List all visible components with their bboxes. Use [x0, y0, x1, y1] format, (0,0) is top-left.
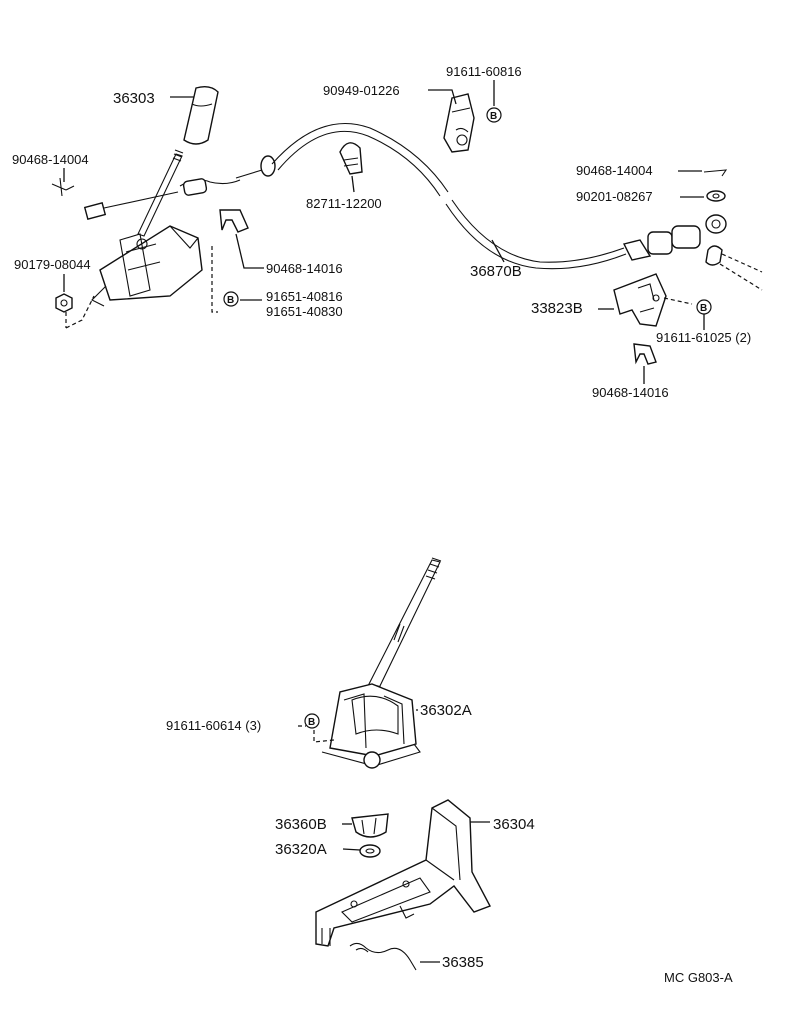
- label-90468-14004-left: 90468-14004: [12, 152, 89, 167]
- clip-right-part: [703, 169, 728, 177]
- shift-lever-base: [321, 683, 421, 769]
- leader-36870B: [491, 239, 505, 263]
- svg-text:B: B: [308, 717, 315, 728]
- label-91611-60614: 91611-60614 (3): [166, 718, 261, 733]
- label-36385: 36385: [442, 954, 484, 971]
- spring-36385-part: [349, 942, 417, 971]
- bolt-dash-line-right: [663, 297, 693, 305]
- bolt-callout-91611-60816: B: [486, 107, 502, 123]
- nut-part: [55, 293, 73, 313]
- label-90468-14016-right: 90468-14016: [592, 385, 669, 400]
- label-90468-14016-left: 90468-14016: [266, 261, 343, 276]
- shift-lever-housing: [91, 225, 203, 307]
- svg-text:B: B: [490, 111, 497, 122]
- bolt-callout-91651: B: [223, 291, 239, 307]
- shift-knob-part: [183, 85, 219, 145]
- washer-36320A-part: [359, 844, 381, 858]
- shift-lever-rod: [137, 149, 184, 237]
- label-91611-60816: 91611-60816: [446, 64, 522, 79]
- bolt-dash-line-lower: [298, 725, 335, 743]
- nut-dash-line: [65, 295, 95, 329]
- bolt-callout-91611-61025: B: [696, 299, 712, 315]
- shift-cable: [179, 122, 727, 270]
- bolt-callout-91611-60614: B: [304, 713, 320, 729]
- diagram-code: MC G803-A: [664, 970, 733, 985]
- label-82711-12200: 82711-12200: [306, 196, 382, 211]
- retainer-clip-left-part: [219, 209, 249, 233]
- label-36360B: 36360B: [275, 816, 327, 833]
- label-36303: 36303: [113, 90, 155, 107]
- shift-bracket-36304-part: [315, 799, 491, 947]
- cable-end-fitting: [83, 191, 179, 220]
- leader-82711-12200: [351, 175, 355, 193]
- bolt-dash-line: [211, 246, 218, 313]
- label-36870B: 36870B: [470, 263, 522, 280]
- label-36304: 36304: [493, 816, 535, 833]
- label-91651-40830: 91651-40830: [266, 304, 343, 319]
- clip-left-part: [51, 177, 75, 197]
- cable-clamp-part: [339, 142, 363, 175]
- label-90468-14004-right: 90468-14004: [576, 163, 653, 178]
- transmission-lever-end: [705, 245, 763, 291]
- label-36302A: 36302A: [420, 702, 472, 719]
- cable-bracket-part: [443, 93, 475, 153]
- svg-text:B: B: [700, 303, 707, 314]
- label-36320A: 36320A: [275, 841, 327, 858]
- leader-90949-01226: [428, 89, 457, 105]
- svg-text:B: B: [227, 295, 234, 306]
- cable-support-bracket-part: [613, 273, 667, 327]
- label-90201-08267: 90201-08267: [576, 189, 653, 204]
- label-33823B: 33823B: [531, 300, 583, 317]
- leader-90468-14016-left: [235, 233, 264, 269]
- label-91651-40816: 91651-40816: [266, 289, 343, 304]
- leader-36320A: [342, 848, 361, 851]
- retainer-clip-right-part: [633, 343, 657, 365]
- shift-lever-part: [367, 557, 442, 703]
- washer-part: [706, 190, 726, 202]
- label-90179-08044: 90179-08044: [14, 257, 91, 272]
- label-91611-61025: 91611-61025 (2): [656, 330, 751, 345]
- bushing-part: [351, 813, 389, 838]
- label-90949-01226: 90949-01226: [323, 83, 400, 98]
